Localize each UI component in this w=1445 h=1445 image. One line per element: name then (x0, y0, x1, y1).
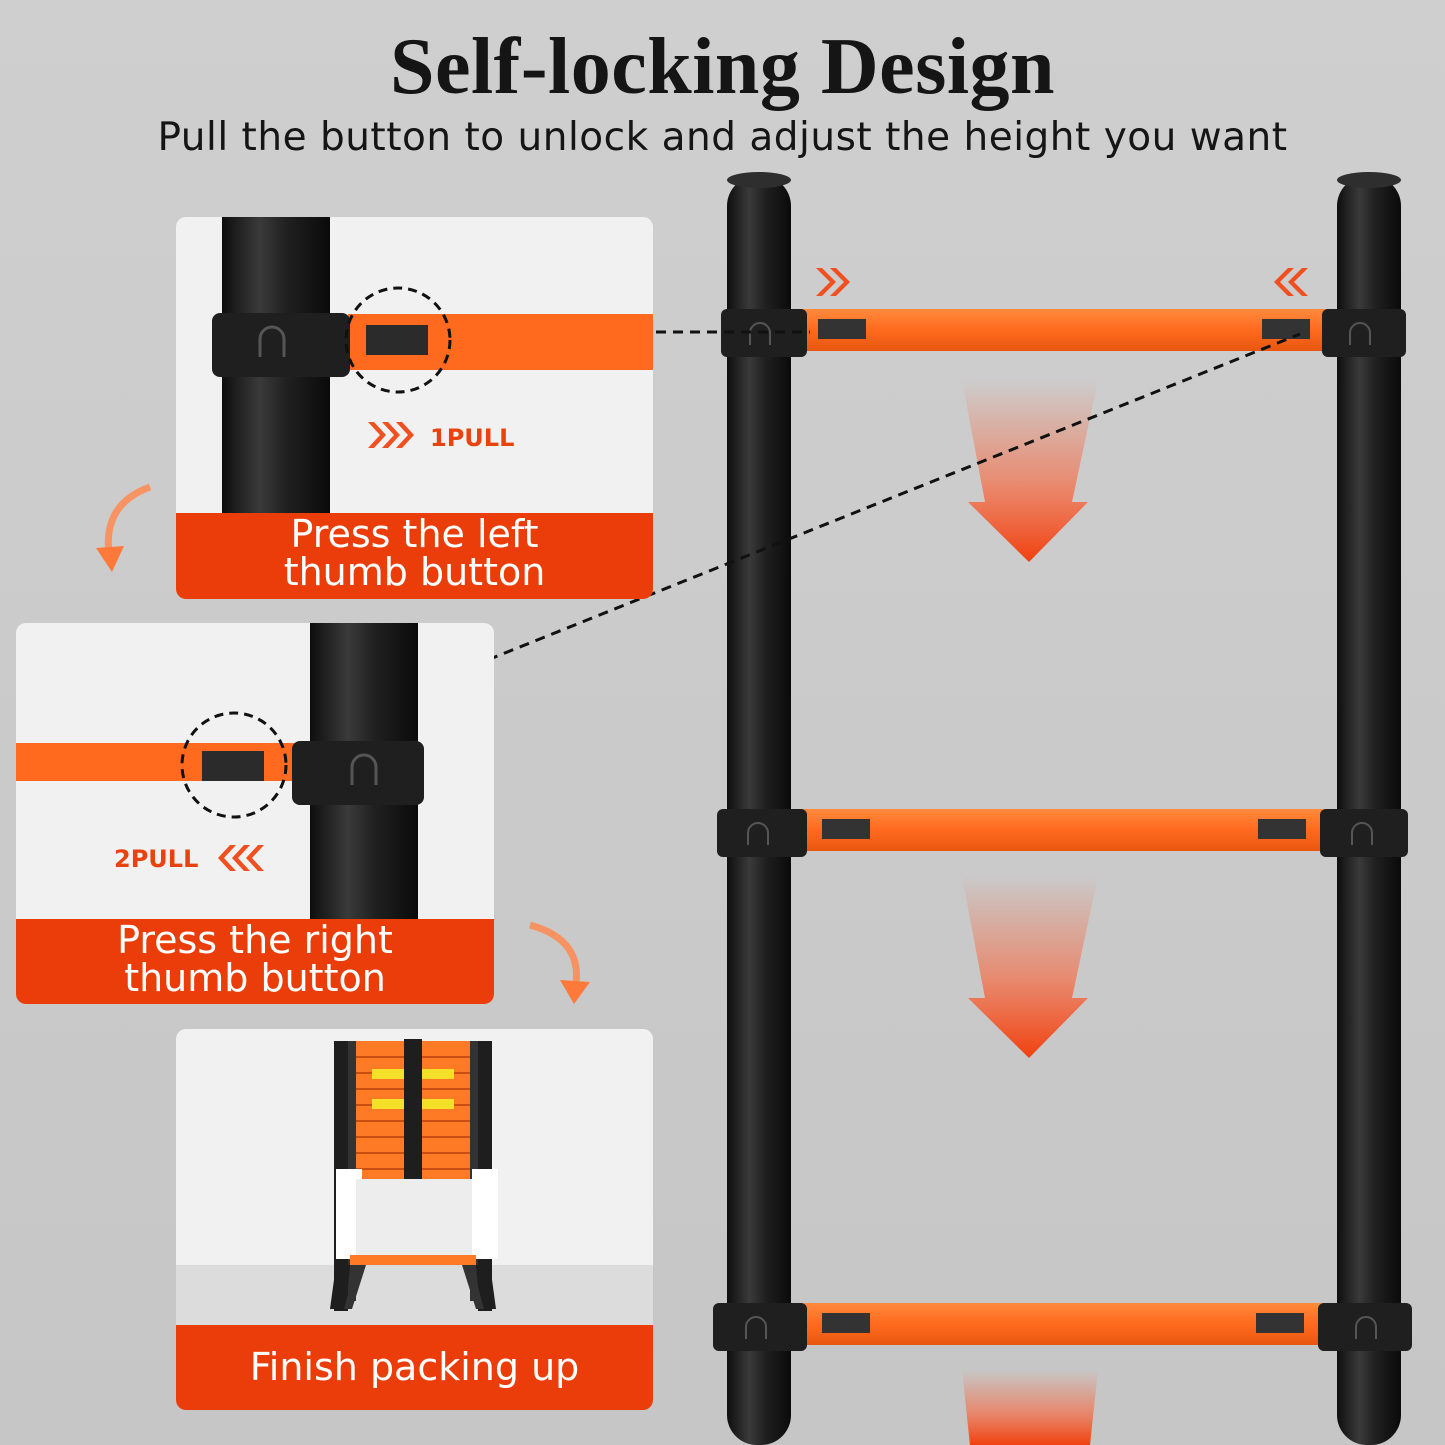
step-caption-1: Press the left thumb button (176, 513, 653, 599)
connector-line (282, 332, 1301, 744)
double-chevron-left-icon (1274, 268, 1308, 296)
curved-arrow-icon (96, 546, 124, 572)
double-chevron-left-icon (218, 845, 264, 871)
pull-label-1: 1PULL (430, 424, 515, 452)
curved-arrow-icon (529, 921, 580, 991)
step-card-2: 2PULL Press the right thumb button (16, 623, 494, 1004)
step-caption-2: Press the right thumb button (16, 919, 494, 1004)
pull-label-2: 2PULL (114, 845, 199, 873)
rung-1 (721, 309, 1406, 357)
left-pole (727, 172, 791, 1445)
step-card-1: 1PULL Press the left thumb button (176, 217, 653, 599)
double-chevron-right-icon (816, 268, 850, 296)
page-subtitle: Pull the button to unlock and adjust the… (157, 115, 1288, 160)
right-button-closeup (16, 623, 424, 923)
down-arrow-icon (962, 380, 1098, 562)
folded-ladder-image (176, 1039, 653, 1325)
caption-line: thumb button (124, 956, 386, 1000)
right-pole (1337, 172, 1401, 1445)
rung-3 (713, 1303, 1412, 1351)
down-arrow-icon (962, 876, 1098, 1058)
caption-line: Press the left (290, 512, 539, 556)
down-arrow-icon (962, 1370, 1098, 1445)
step-card-3: Finish packing up (176, 1029, 653, 1410)
curved-arrow-icon (560, 980, 590, 1004)
folded-ladder (330, 1039, 498, 1311)
double-chevron-right-icon (368, 422, 414, 448)
step-caption-3: Finish packing up (176, 1325, 653, 1410)
left-button-closeup (212, 217, 653, 517)
page-title: Self-locking Design (389, 23, 1056, 111)
rung-2 (717, 809, 1408, 857)
caption-line: Press the right (117, 918, 393, 962)
caption-line: thumb button (283, 550, 546, 594)
